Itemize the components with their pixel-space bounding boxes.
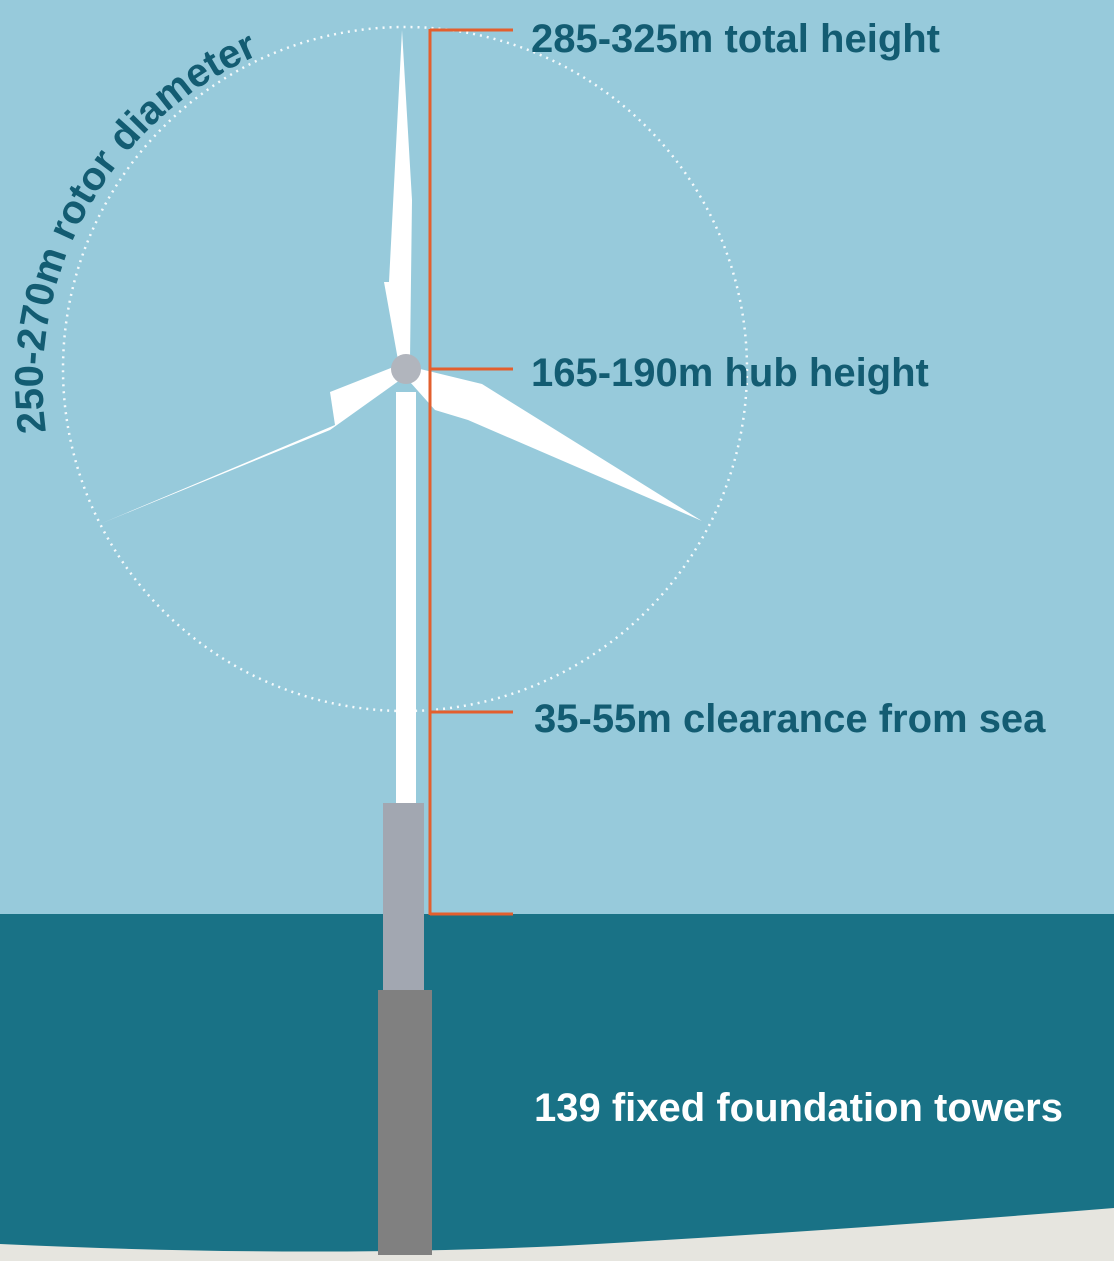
- turbine-blade-top: [384, 30, 412, 360]
- clearance-label: 35-55m clearance from sea: [534, 697, 1046, 741]
- sea-area: [0, 914, 1114, 1261]
- monopile-foundation: [378, 990, 432, 1255]
- hub-height-label: 165-190m hub height: [531, 351, 929, 395]
- seabed: [0, 1208, 1114, 1261]
- turbine-tower: [396, 392, 416, 804]
- turbine-blade-right: [410, 368, 702, 521]
- turbine-hub: [391, 354, 421, 384]
- transition-piece: [383, 803, 424, 992]
- foundation-towers-label: 139 fixed foundation towers: [534, 1086, 1063, 1130]
- rotor-sweep-circle: [61, 25, 749, 713]
- turbine-blade-left: [100, 366, 400, 524]
- total-height-label: 285-325m total height: [531, 17, 940, 61]
